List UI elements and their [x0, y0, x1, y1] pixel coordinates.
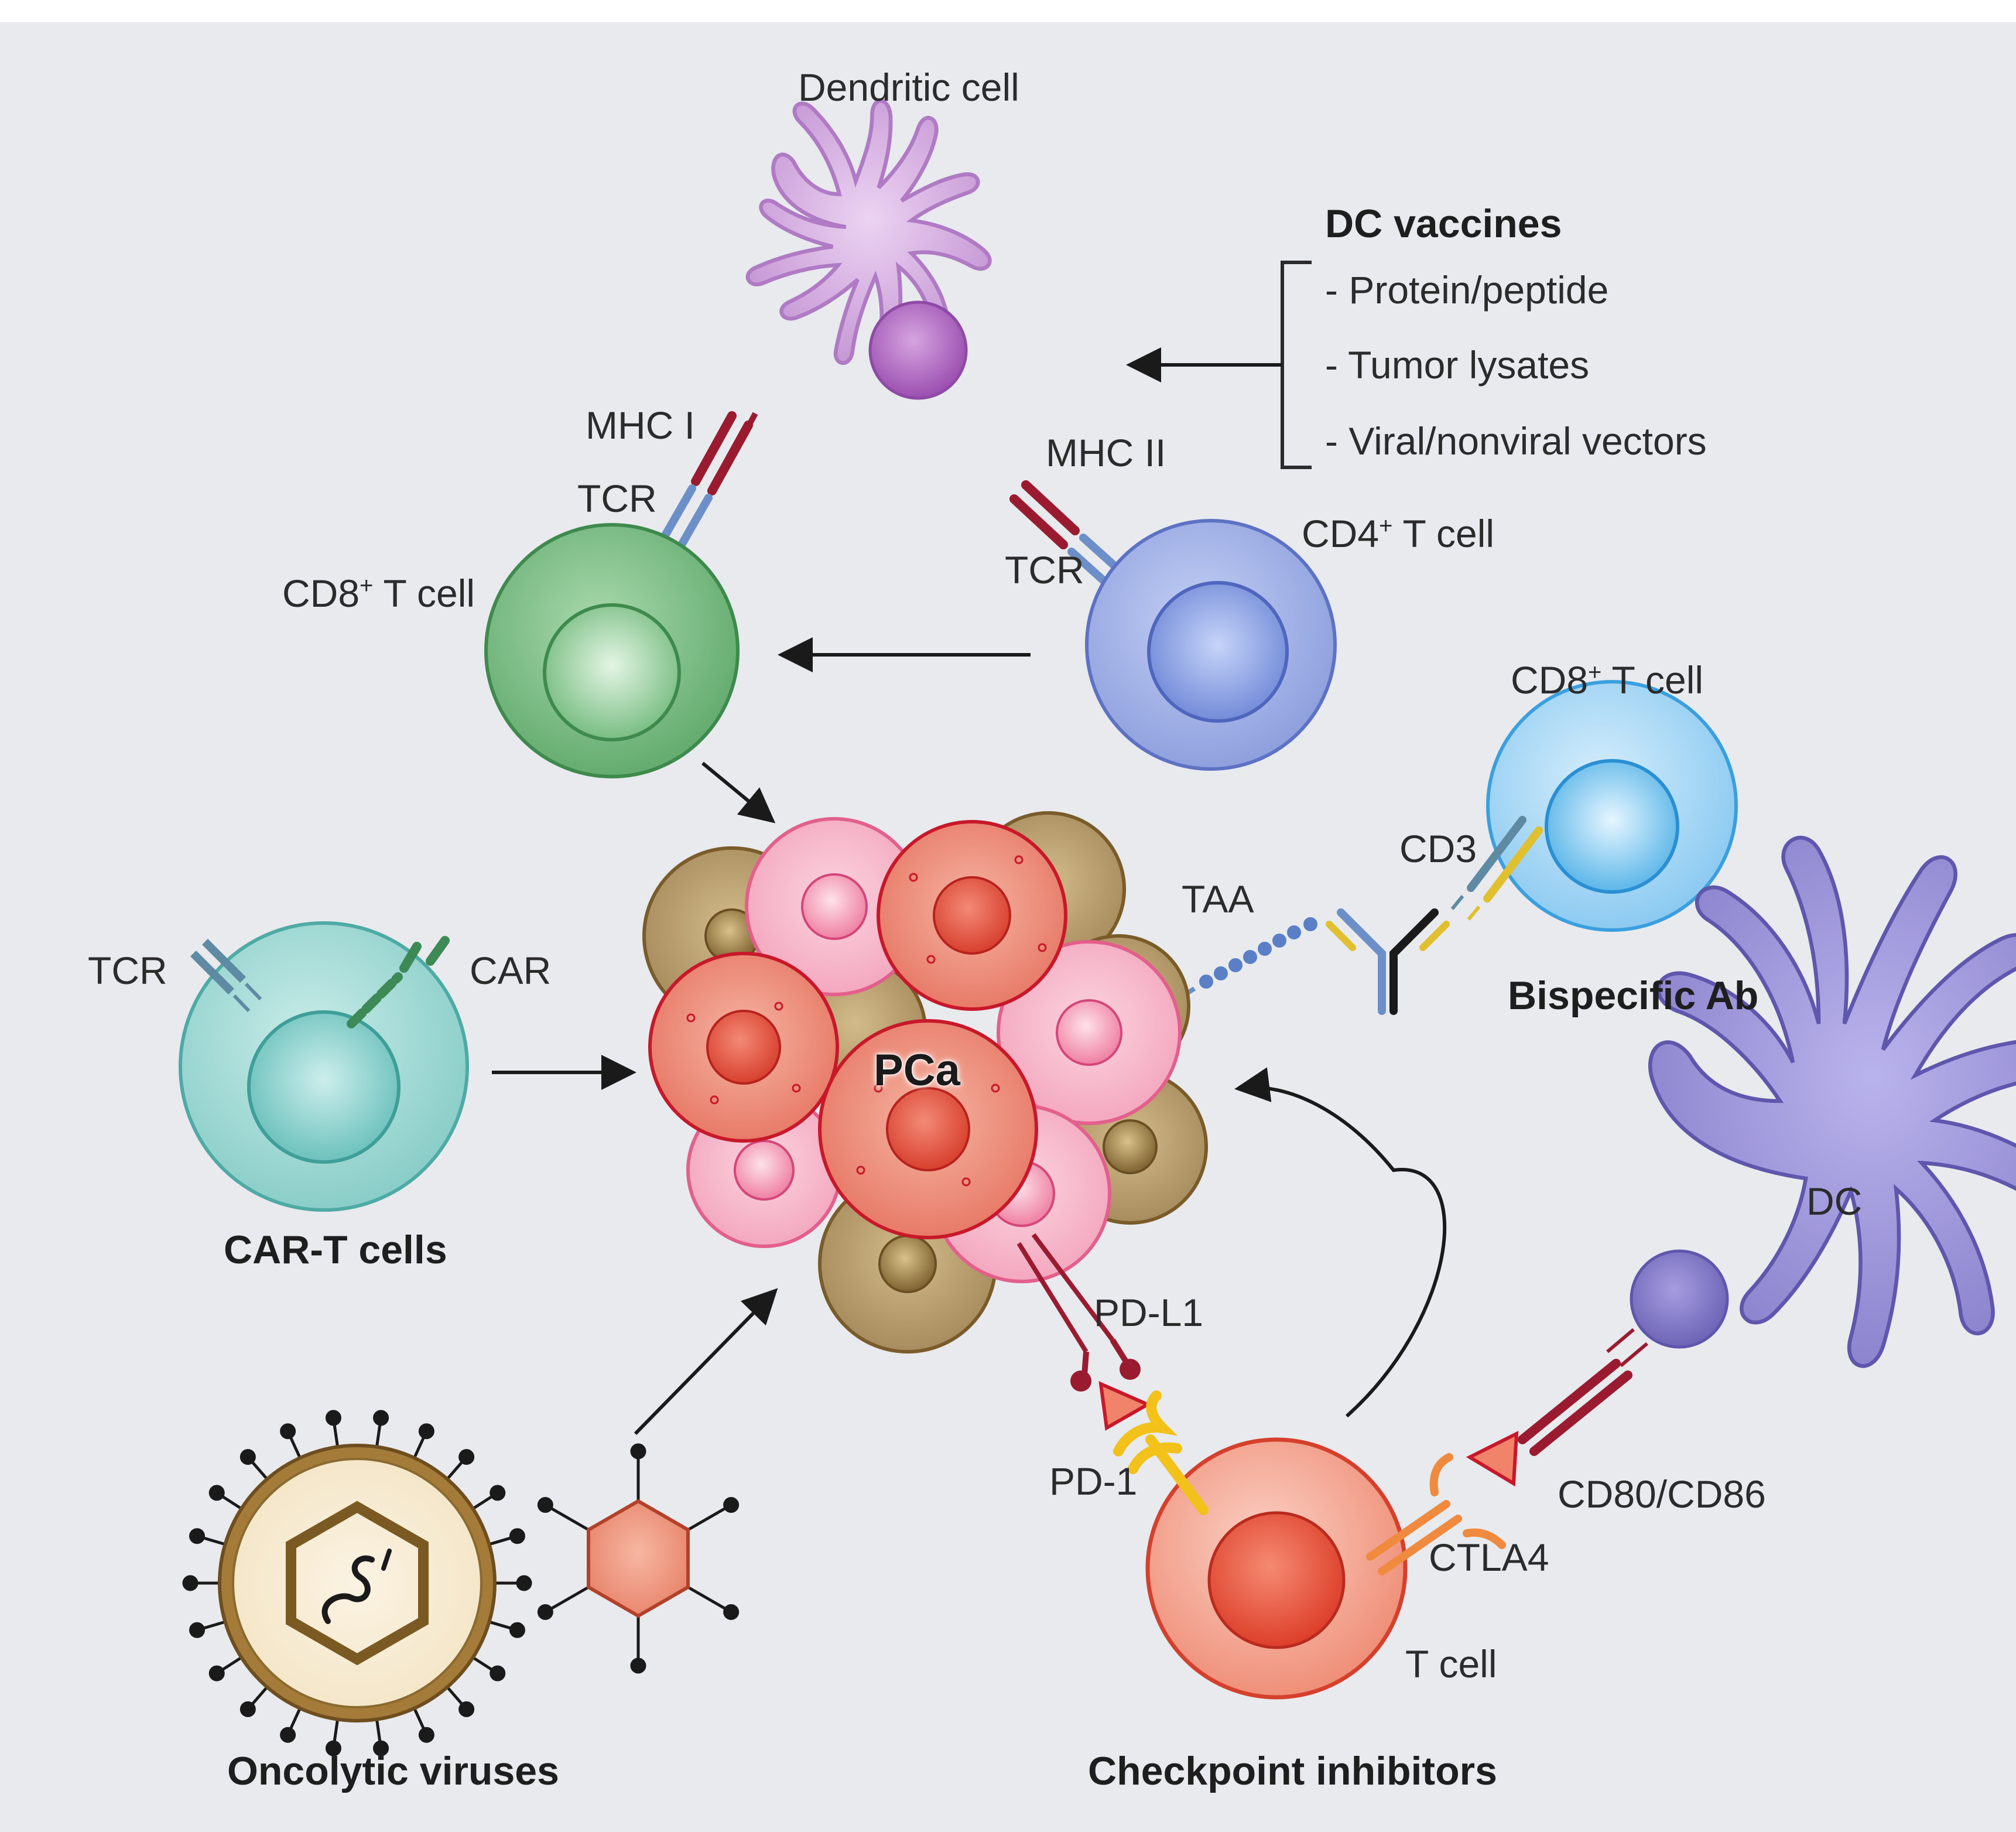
- label-cd80-cd86: CD80/CD86: [1558, 1472, 1766, 1516]
- virus-spike: [545, 1503, 590, 1532]
- label-t-cell: T cell: [1405, 1642, 1497, 1686]
- label-car-t-cells: CAR-T cells: [224, 1228, 447, 1272]
- label-cd8-t-cell-top: CD8+ T cell: [282, 574, 475, 613]
- virus-spike-tip: [182, 1575, 198, 1591]
- cd80-cd86-ligand: [1518, 1328, 1648, 1456]
- tumor-cluster: [642, 811, 1208, 1354]
- tumor-speckles: [686, 855, 1047, 1187]
- cd8-text: CD8: [282, 572, 360, 615]
- virus-spike-tip: [280, 1423, 296, 1440]
- ctla4-receptor: [1366, 1453, 1506, 1575]
- label-cd4-t-cell: CD4+ T cell: [1302, 514, 1494, 553]
- t-cell-suffix: T cell: [1601, 658, 1704, 702]
- label-dc-vaccines-item-2: - Tumor lysates: [1325, 343, 1590, 387]
- label-taa: TAA: [1182, 877, 1254, 921]
- ctla4-inhibitor-triangle: [1466, 1430, 1519, 1487]
- virus-spike: [545, 1585, 590, 1614]
- plus-superscript: +: [1379, 513, 1393, 539]
- plus-superscript: +: [360, 573, 374, 599]
- cd4-t-cell: [1085, 519, 1337, 771]
- virus-spike-tip: [458, 1449, 475, 1465]
- virus-spike-tip: [189, 1528, 206, 1544]
- dendritic-cell: [745, 98, 992, 400]
- virus-spike-tip: [373, 1410, 389, 1426]
- car-t-cell: [179, 921, 469, 1212]
- label-dc-vaccines-title: DC vaccines: [1325, 201, 1562, 246]
- label-checkpoint-inhibitors: Checkpoint inhibitors: [1088, 1749, 1497, 1793]
- virus-spike-tip: [418, 1423, 434, 1440]
- virus-spike-tip: [537, 1604, 553, 1620]
- diagram-frame: Dendritic cell DC vaccines - Protein/pep…: [0, 22, 2016, 1832]
- virus-spike-tip: [630, 1657, 646, 1674]
- virus-spike-tip: [516, 1575, 532, 1591]
- label-pd-1: PD-1: [1049, 1460, 1138, 1503]
- cd3-receptor: [1450, 816, 1543, 921]
- virus-spike-tip: [490, 1665, 506, 1681]
- virus-spike-tip: [509, 1622, 525, 1638]
- cd4-text: CD4: [1302, 512, 1380, 555]
- virus-spike-tip: [509, 1528, 525, 1544]
- label-tcr-cd8: TCR: [577, 477, 657, 520]
- t-cell-suffix: T cell: [1392, 512, 1495, 555]
- virus-spike-tip: [723, 1497, 740, 1513]
- virus-spike-tip: [373, 1740, 389, 1756]
- arrow-checkpoint-to-tumor: [1234, 1067, 1447, 1418]
- label-car: CAR: [470, 949, 552, 992]
- label-cd8-t-cell-right: CD8+ T cell: [1511, 661, 1703, 699]
- virus-spike-tip: [630, 1443, 646, 1460]
- dc-vaccines-bracket: [1126, 261, 1312, 469]
- virus-spike: [687, 1503, 732, 1532]
- arrow-cd8-to-tumor: [701, 761, 776, 823]
- virus-spike: [687, 1585, 732, 1614]
- label-mhc1: MHC I: [586, 404, 695, 447]
- label-pca: PCa: [874, 1045, 960, 1095]
- tumor-red-cells: [648, 820, 1067, 1239]
- label-tcr-cd4: TCR: [1005, 548, 1084, 592]
- label-bispecific-ab: Bispecific Ab: [1508, 973, 1759, 1018]
- bispecific-antibody: [1326, 908, 1450, 1015]
- label-dc-vaccines-item-3: - Viral/nonviral vectors: [1325, 419, 1707, 463]
- virus-spike-tip: [189, 1622, 206, 1638]
- pd-l1-receptor: [1016, 1233, 1141, 1392]
- virus-spike-tip: [490, 1485, 506, 1501]
- label-dc-vaccines-item-1: - Protein/peptide: [1325, 268, 1609, 312]
- dendritic-cell-purple: [1630, 836, 2016, 1368]
- label-tcr-car: TCR: [88, 949, 167, 992]
- immunotherapy-diagram: [179, 98, 2016, 1756]
- label-ctla4: CTLA4: [1429, 1536, 1549, 1579]
- pd-1-inhibitor-triangle: [1098, 1381, 1152, 1431]
- oncolytic-virus-round: [182, 1410, 532, 1756]
- label-mhc2: MHC II: [1046, 431, 1166, 474]
- label-oncolytic-viruses: Oncolytic viruses: [227, 1749, 559, 1793]
- checkpoint-t-cell: [1145, 1437, 1408, 1700]
- cd8-text: CD8: [1511, 658, 1589, 702]
- label-dendritic-cell: Dendritic cell: [798, 66, 1019, 109]
- t-cell-suffix: T cell: [373, 572, 475, 615]
- label-cd3: CD3: [1399, 827, 1477, 870]
- cd8-t-cell-right: [1486, 680, 1738, 932]
- virus-spike-tip: [723, 1604, 740, 1620]
- virus-spike-tip: [458, 1701, 475, 1717]
- label-dc: DC: [1806, 1180, 1863, 1223]
- virus-spike-tip: [418, 1727, 434, 1743]
- label-pd-l1: PD-L1: [1094, 1291, 1204, 1334]
- virus-spike-tip: [239, 1701, 256, 1717]
- virus-spike-tip: [325, 1410, 341, 1426]
- virus-spike-tip: [208, 1665, 225, 1681]
- virus-spike-tip: [208, 1485, 225, 1501]
- cd8-t-cell-green: [484, 523, 740, 778]
- arrow-virus-to-tumor: [634, 1288, 778, 1435]
- pd-1-receptor: [1113, 1390, 1209, 1515]
- virus-spike-tip: [325, 1740, 341, 1756]
- plus-superscript: +: [1588, 659, 1602, 685]
- oncolytic-virus-hexagonal: [537, 1443, 740, 1674]
- virus-spike-tip: [239, 1449, 256, 1465]
- virus-spike-tip: [537, 1497, 553, 1513]
- virus-spike-tip: [280, 1727, 296, 1743]
